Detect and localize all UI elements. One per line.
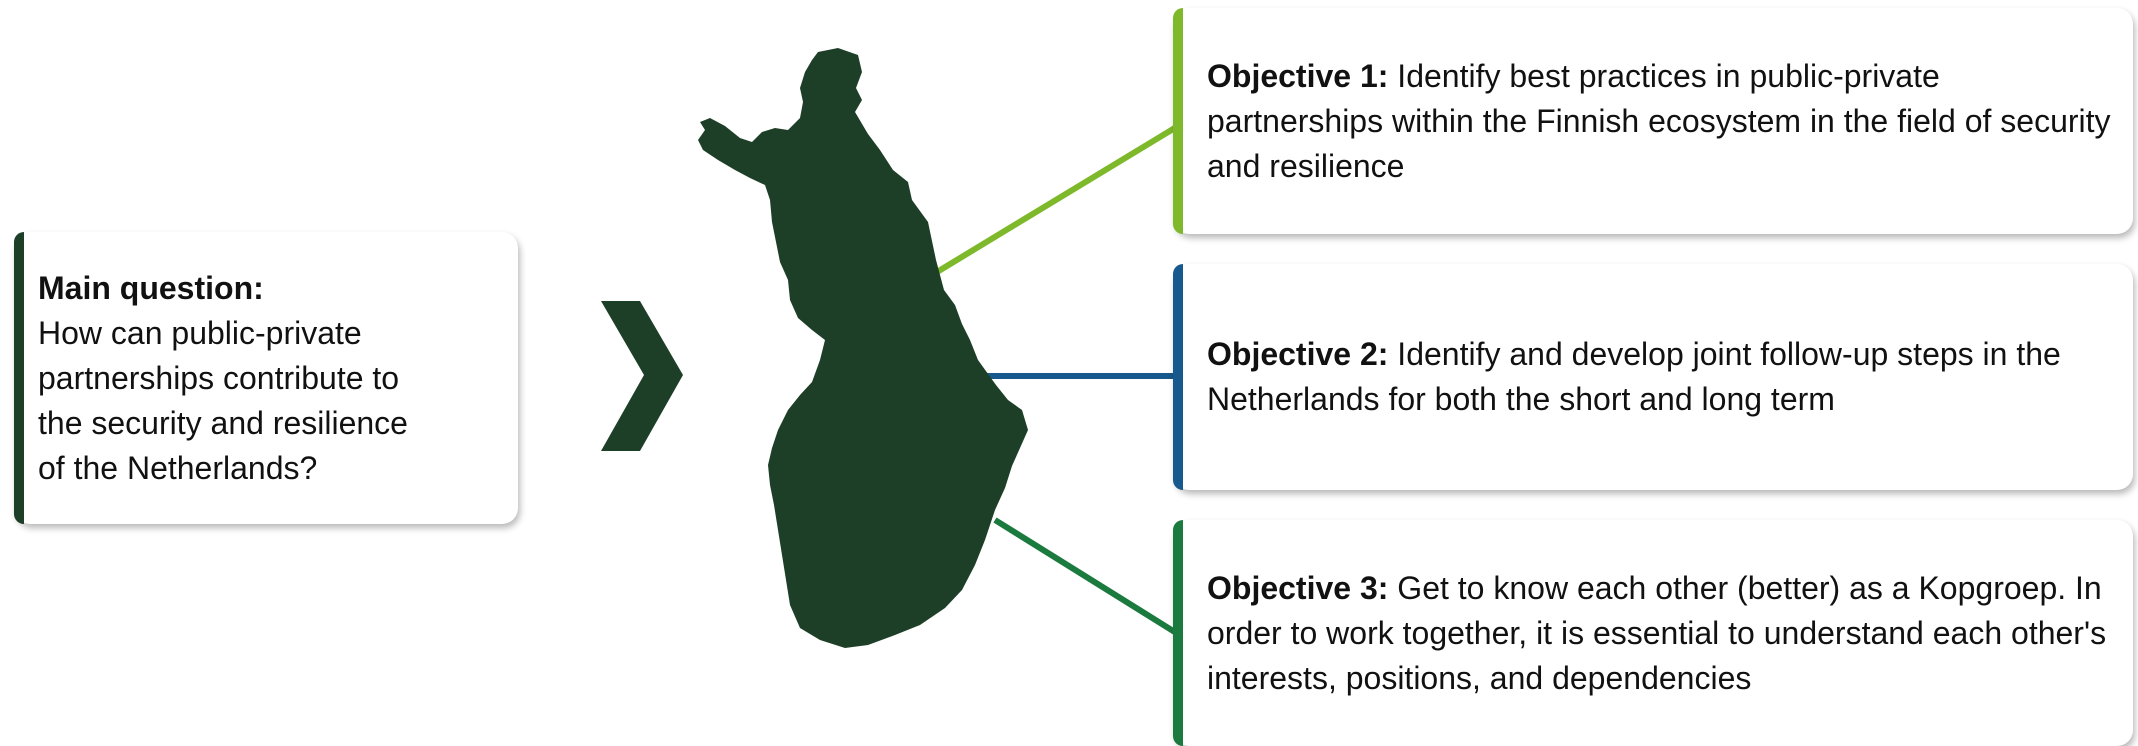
main-question-text: Main question: How can public-private pa… — [38, 266, 408, 491]
objective-3-text: Objective 3: Get to know each other (bet… — [1207, 566, 2113, 701]
objective-2-accent-bar — [1173, 264, 1183, 490]
objective-2-heading: Objective 2: — [1207, 336, 1389, 372]
objective-3-card: Objective 3: Get to know each other (bet… — [1173, 520, 2133, 746]
objective-3-heading: Objective 3: — [1207, 569, 1389, 606]
connector-line-objective-3 — [993, 517, 1180, 637]
objective-1-body: Identify best practices in public-privat… — [1207, 57, 2111, 184]
objective-1-heading: Objective 1: — [1207, 57, 1389, 94]
objective-1-text: Objective 1: Identify best practices in … — [1207, 54, 2113, 189]
main-question-line-2: partnerships contribute to — [38, 359, 400, 396]
main-question-line-3: the security and resilience — [38, 404, 408, 441]
objective-3-body: Get to know each other (better) as a Kop… — [1207, 569, 2107, 696]
main-question-line-1: How can public-private — [38, 314, 362, 351]
main-question-accent-bar — [14, 232, 24, 524]
objective-1-accent-bar — [1173, 8, 1183, 234]
chevron-right-icon — [601, 301, 683, 451]
objective-1-card: Objective 1: Identify best practices in … — [1173, 8, 2133, 234]
connector-line-objective-1 — [935, 123, 1180, 275]
finland-map-icon — [698, 48, 1028, 648]
main-question-heading: Main question: — [38, 269, 264, 306]
main-question-line-4: of the Netherlands? — [38, 449, 318, 486]
main-question-card: Main question: How can public-private pa… — [14, 232, 518, 524]
objective-2-body: Identify and develop joint follow-up ste… — [1207, 336, 2061, 417]
objective-2-card: Objective 2: Identify and develop joint … — [1173, 264, 2133, 490]
objective-3-accent-bar — [1173, 520, 1183, 746]
objective-2-text: Objective 2: Identify and develop joint … — [1207, 332, 2113, 422]
